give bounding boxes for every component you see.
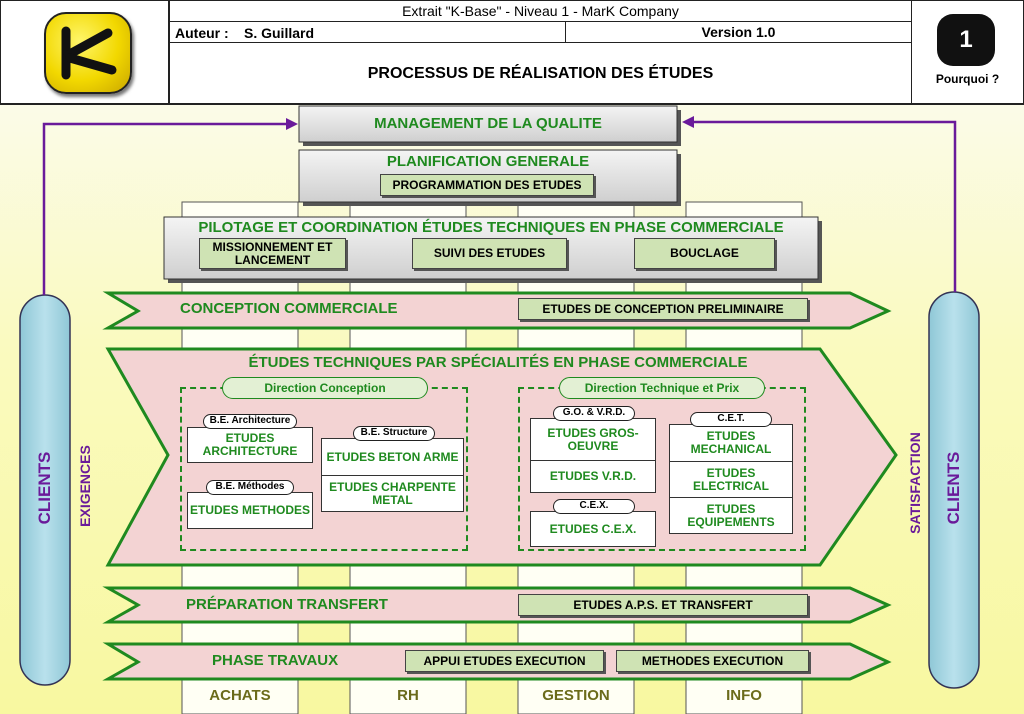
clients-right-label: CLIENTS: [944, 451, 963, 525]
k-logo: [44, 12, 132, 94]
etudes-vrd-box: ETUDES V.R.D.: [530, 460, 656, 493]
etudes-charpente-metal-box: ETUDES CHARPENTE METAL: [321, 475, 464, 512]
clients-left-label: CLIENTS: [35, 451, 54, 525]
column-info: INFO: [726, 687, 762, 704]
author-name: S. Guillard: [244, 25, 315, 41]
go-vrd-tag: G.O. & V.R.D.: [553, 406, 635, 421]
etudes-beton-arme-box: ETUDES BETON ARME: [321, 438, 464, 476]
satisfaction-arrow: [690, 120, 957, 292]
management-box: [298, 105, 678, 143]
planification-label: PLANIFICATION GENERALE: [386, 153, 590, 170]
column-rh: RH: [397, 687, 419, 704]
conception-label: CONCEPTION COMMERCIALE: [180, 300, 398, 317]
k-logo-icon: [61, 26, 117, 80]
level-badge: 1: [937, 14, 995, 66]
column-achats: ACHATS: [209, 687, 271, 704]
preparation-label: PRÉPARATION TRANSFERT: [186, 596, 388, 613]
etudes-cex-box: ETUDES C.E.X.: [530, 511, 656, 547]
conception-preliminaire-box: ETUDES DE CONCEPTION PRELIMINAIRE: [518, 298, 808, 320]
author-label: Auteur :: [175, 25, 229, 41]
header: Extrait "K-Base" - Niveau 1 - MarK Compa…: [0, 0, 1024, 104]
be-methodes-tag: B.E. Méthodes: [206, 480, 294, 495]
etudes-label: ÉTUDES TECHNIQUES PAR SPÉCIALITÉS EN PHA…: [248, 354, 748, 371]
exigences-arrow: [42, 122, 290, 295]
etudes-gros-oeuvre-box: ETUDES GROS-OEUVRE: [530, 418, 656, 461]
etudes-methodes-box: ETUDES METHODES: [187, 492, 313, 529]
bouclage-box: BOUCLAGE: [634, 238, 775, 269]
be-structure-tag: B.E. Structure: [353, 426, 435, 441]
badge-number: 1: [959, 26, 973, 53]
title-cell: [169, 42, 912, 104]
aps-transfert-box: ETUDES A.P.S. ET TRANSFERT: [518, 594, 808, 616]
pilotage-label: PILOTAGE ET COORDINATION ÉTUDES TECHNIQU…: [198, 219, 784, 236]
be-architecture-tag: B.E. Architecture: [203, 414, 297, 429]
exigences-label: EXIGENCES: [77, 445, 93, 527]
direction-technique-pill: Direction Technique et Prix: [559, 377, 765, 399]
etudes-mechanical-box: ETUDES MECHANICAL: [669, 424, 793, 462]
etudes-electrical-box: ETUDES ELECTRICAL: [669, 461, 793, 498]
version-text: Version 1.0: [701, 24, 776, 40]
cex-tag: C.E.X.: [553, 499, 635, 514]
why-link[interactable]: Pourquoi ?: [935, 72, 1000, 86]
appui-execution-box: APPUI ETUDES EXECUTION: [405, 650, 604, 672]
methodes-execution-box: METHODES EXECUTION: [616, 650, 809, 672]
exigences-arrowhead: [286, 118, 298, 130]
management-label: MANAGEMENT DE LA QUALITE: [374, 115, 602, 132]
suivi-box: SUIVI DES ETUDES: [412, 238, 567, 269]
satisfaction-label: SATISFACTION: [907, 432, 923, 534]
source-text: Extrait "K-Base" - Niveau 1 - MarK Compa…: [402, 3, 679, 19]
etudes-equipements-box: ETUDES EQUIPEMENTS: [669, 497, 793, 534]
etudes-architecture-box: ETUDES ARCHITECTURE: [187, 427, 313, 463]
page-title: PROCESSUS DE RÉALISATION DES ÉTUDES: [367, 65, 714, 82]
column-gestion: GESTION: [542, 687, 610, 704]
missionnement-box: MISSIONNEMENT ET LANCEMENT: [199, 238, 346, 269]
programmation-box: PROGRAMMATION DES ETUDES: [380, 174, 594, 196]
direction-conception-pill: Direction Conception: [222, 377, 428, 399]
satisfaction-arrowhead: [682, 116, 694, 128]
travaux-label: PHASE TRAVAUX: [212, 652, 339, 669]
cet-tag: C.E.T.: [690, 412, 772, 427]
